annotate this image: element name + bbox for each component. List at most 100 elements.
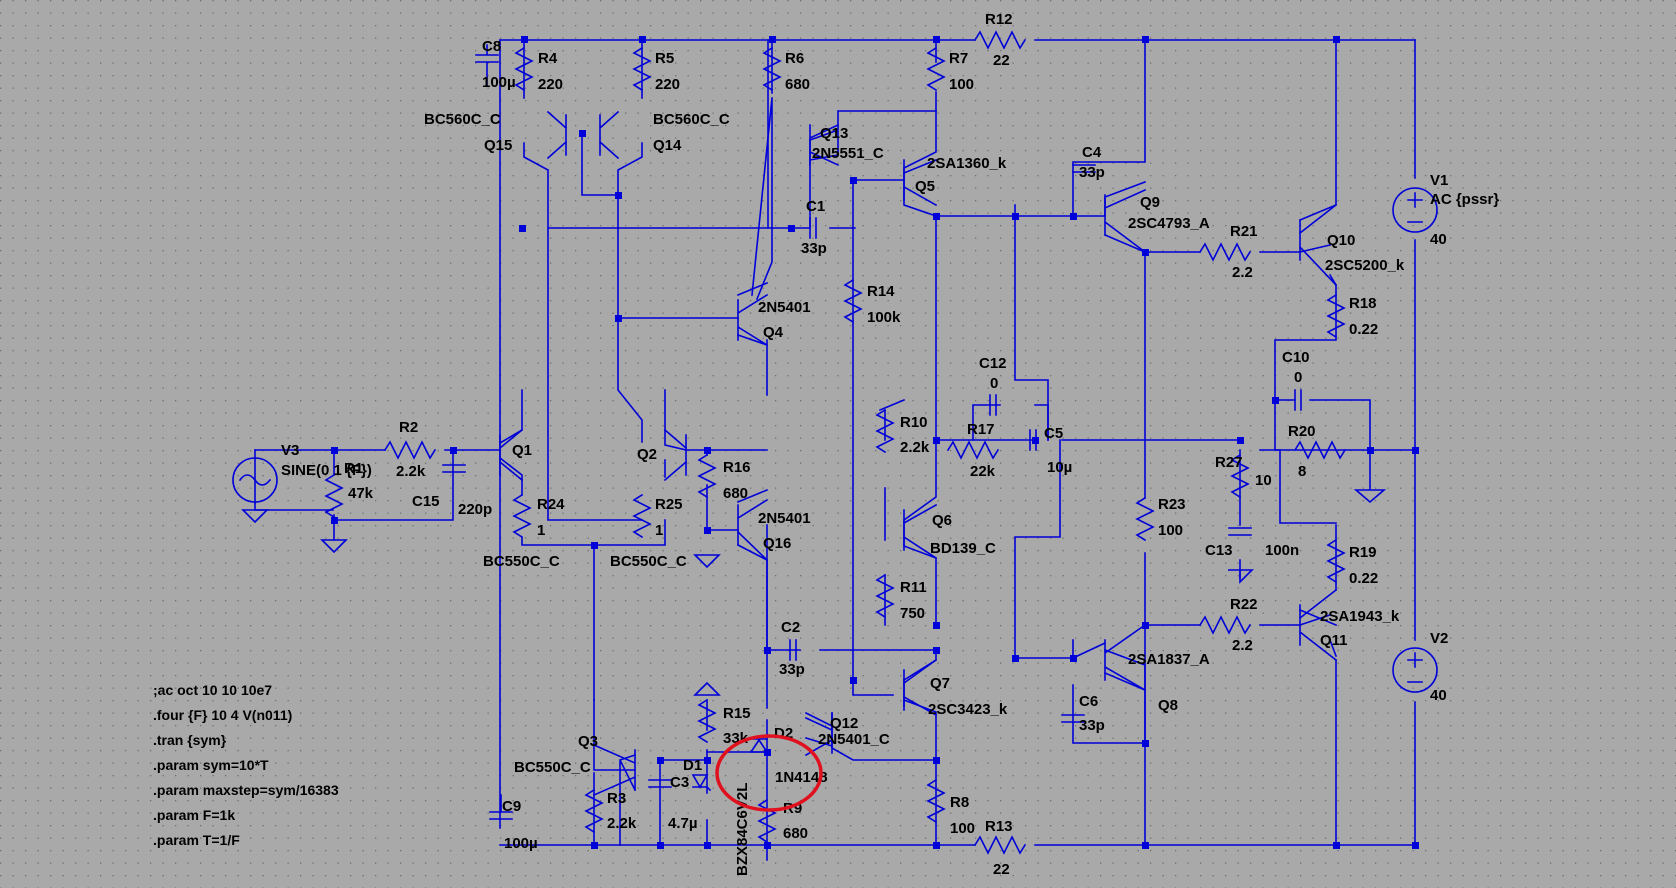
label-V1-n: 40 [1430,231,1447,248]
resistor-R27 [1230,453,1250,499]
transistor-Q5 [902,158,938,207]
label-R13: R13 [985,818,1013,835]
label-R8-value: 100 [950,820,975,837]
label-Q5-model: 2SA1360_k [927,155,1007,172]
label-D1-model: BZX84C6V2L [734,783,751,876]
label-Q1-model: BC550C_C [483,553,560,570]
label-R25: R25 [655,496,683,513]
label-C2: C2 [781,619,800,636]
label-R14-value: 100k [867,309,901,326]
label-C10: C10 [1282,349,1310,366]
label-Q10-model: 2SC5200_k [1325,257,1405,274]
capacitor-C3 [648,779,672,788]
capacitor-C4 [1072,164,1096,173]
label-R20-value: 8 [1298,463,1306,480]
label-R9-value: 680 [783,825,808,842]
voltage-source-V3 [232,457,278,503]
label-R4: R4 [538,50,558,67]
spice-directives: ;ac oct 10 10 10e7 .four {F} 10 4 V(n011… [153,682,339,848]
label-R19: R19 [1349,544,1377,561]
resistor-R25 [632,493,652,539]
voltage-source-V1 [1392,187,1438,233]
transistor-Q11 [1298,588,1338,662]
label-C6: C6 [1079,693,1098,710]
resistor-R12 [973,30,1027,50]
label-Q5: Q5 [915,178,935,195]
label-Q13: Q13 [820,125,848,142]
junctions [331,36,1419,849]
resistor-R4 [514,46,534,92]
label-Q8: Q8 [1158,697,1178,714]
transistor-Q14 [598,110,620,160]
label-R24-value: 1 [537,522,545,539]
resistor-R24 [512,493,532,539]
label-R5: R5 [655,50,674,67]
label-R27-value: 10 [1255,472,1272,489]
label-R18: R18 [1349,295,1377,312]
label-R6-value: 680 [785,76,810,93]
resistor-R15 [697,698,717,744]
label-C1: C1 [806,198,825,215]
label-Q9-model: 2SC4793_A [1128,215,1210,232]
label-V2-n: 40 [1430,687,1447,704]
transistors [498,110,1338,797]
label-Q6: Q6 [932,512,952,529]
label-C3-value: 4.7µ [668,815,698,832]
label-Q4: Q4 [763,324,784,341]
label-R12: R12 [985,11,1013,28]
label-C5-value: 10µ [1047,459,1072,476]
label-Q11-model: 2SA1943_k [1320,608,1400,625]
transistor-Q10 [1298,203,1338,287]
label-R24: R24 [537,496,565,513]
label-D2-model: 1N4148 [775,769,828,786]
label-Q4-model: 2N5401 [758,299,811,316]
label-R22: R22 [1230,596,1258,613]
grounds [241,449,1387,696]
label-Q15: Q15 [484,137,512,154]
label-R6: R6 [785,50,804,67]
label-Q6-model: BD139_C [930,540,996,557]
label-Q11: Q11 [1320,632,1348,649]
label-R19-value: 0.22 [1349,570,1378,587]
label-Q13-model: 2N5551_C [812,145,884,162]
label-R21-value: 2.2 [1232,264,1253,281]
resistor-R20 [1293,440,1347,460]
label-R12-value: 22 [993,52,1010,69]
transistor-Q2 [663,428,688,482]
label-R11-value: 750 [900,605,925,622]
label-C1-value: 33p [801,240,827,257]
label-C4: C4 [1082,144,1102,161]
label-C2-value: 33p [779,661,805,678]
label-R23: R23 [1158,496,1186,513]
label-Q7-model: 2SC3423_k [928,701,1008,718]
label-Q16: Q16 [763,535,791,552]
resistor-R10 [875,408,895,454]
resistor-R18 [1326,293,1346,339]
voltage-source-V2 [1392,647,1438,693]
transistor-Q13 [808,123,840,167]
resistor-R14 [843,278,863,324]
directive-line: .param F=1k [153,807,235,823]
capacitor-C12 [989,394,997,416]
transistor-Q3 [592,743,637,797]
resistor-R3 [584,788,604,834]
label-C10-value: 0 [1294,369,1302,386]
label-R23-value: 100 [1158,522,1183,539]
label-R11: R11 [900,579,927,596]
label-Q14-model: BC560C_C [653,111,730,128]
label-R21: R21 [1230,223,1258,240]
label-R10-value: 2.2k [900,439,930,456]
label-Q12-model: 2N5401_C [818,731,890,748]
resistor-R5 [632,46,652,92]
resistor-R1 [324,473,344,519]
resistor-R22 [1198,615,1252,635]
label-R13-value: 22 [993,861,1010,878]
directive-line: .param maxstep=sym/16383 [153,782,339,798]
sources [232,187,1438,693]
label-R22-value: 2.2 [1232,637,1253,654]
label-R14: R14 [867,283,895,300]
label-R7: R7 [949,50,968,67]
directive-line: .param T=1/F [153,832,240,848]
label-V3-value: SINE(0 1 {F}) [281,462,372,479]
